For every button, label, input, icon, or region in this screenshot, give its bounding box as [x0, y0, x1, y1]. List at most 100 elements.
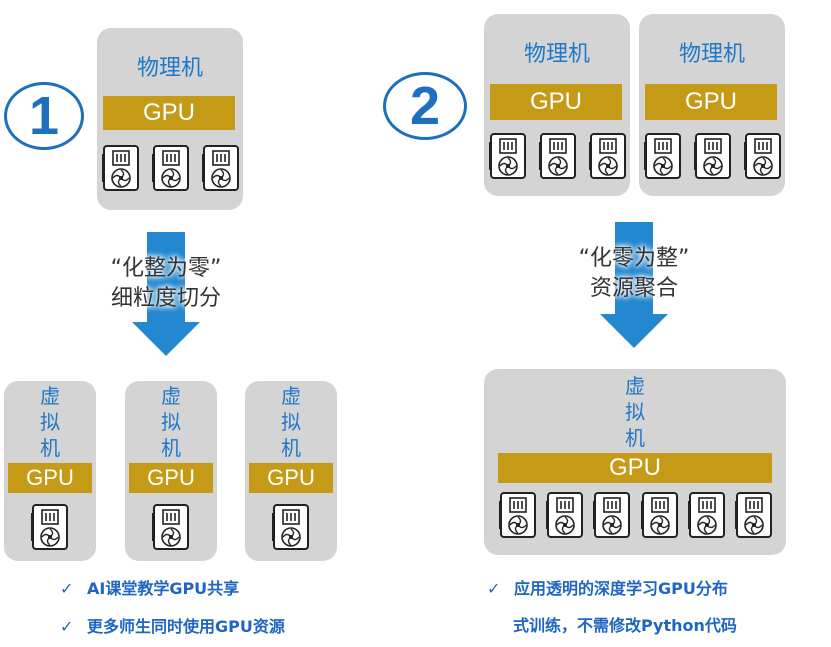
vm-label-char: 机 — [161, 436, 181, 460]
fan-icon — [653, 156, 673, 176]
check-icon: ✓ — [60, 617, 74, 636]
gpu-card — [640, 491, 680, 544]
fan-icon — [696, 515, 717, 535]
arrow-caption-line-2: 资源聚合 — [589, 276, 678, 301]
vm-label-char: 拟 — [281, 410, 301, 434]
fan-icon — [598, 156, 618, 176]
gpu-card — [30, 503, 70, 556]
down-arrow-1 — [147, 232, 185, 324]
fan-icon — [498, 156, 518, 176]
feature-note-text: AI课堂教学GPU共享 — [86, 579, 240, 598]
gpu-card-icon — [152, 504, 189, 550]
feature-note-2: ✓ 更多师生同时使用GPU资源 — [60, 613, 285, 637]
gpu-card-row — [643, 132, 783, 180]
fan-icon — [602, 515, 623, 535]
fan-icon — [161, 527, 181, 547]
fan-icon — [161, 168, 181, 188]
gpu-card-icon — [539, 133, 576, 179]
fan-icon — [548, 156, 568, 176]
feature-note-text: 应用透明的深度学习GPU分布 — [513, 579, 728, 598]
gpu-card — [271, 503, 311, 556]
fan-icon — [649, 515, 670, 535]
virtual-machine-label: 虚拟机 — [245, 383, 337, 461]
physical-machine-label: 物理机 — [136, 56, 203, 81]
check-icon: ✓ — [60, 579, 74, 598]
vm-label-char: 虚 — [40, 384, 60, 408]
gpu-card — [488, 132, 528, 185]
gpu-bar: GPU — [103, 96, 235, 130]
gpu-card-row — [4, 503, 96, 551]
fan-icon — [211, 168, 231, 188]
gpu-card-icon — [546, 492, 584, 538]
gpu-bar: GPU — [490, 84, 622, 120]
gpu-card-row — [125, 503, 217, 551]
arrow-caption-line-1: “化零为整” — [578, 246, 690, 271]
gpu-card-icon — [694, 133, 731, 179]
check-icon: ✓ — [487, 579, 501, 598]
gpu-card — [592, 491, 632, 544]
physical-machine-2a: 物理机 GPU — [484, 14, 630, 196]
gpu-card-icon — [152, 145, 189, 191]
gpu-card — [693, 132, 733, 185]
gpu-card — [743, 132, 783, 185]
gpu-card-icon — [644, 133, 681, 179]
arrow-caption-line-2: 细粒度切分 — [110, 286, 221, 311]
gpu-card-icon — [687, 492, 725, 538]
gpu-card — [687, 491, 727, 544]
vm-label-char: 拟 — [40, 410, 60, 434]
vm-label-char: 机 — [625, 426, 645, 450]
gpu-card — [734, 491, 774, 544]
down-arrow-1-head — [132, 322, 200, 356]
gpu-card-icon — [102, 145, 139, 191]
fan-icon — [744, 515, 764, 535]
fan-icon — [111, 168, 131, 188]
gpu-card — [588, 132, 628, 185]
vm-label-char: 虚 — [161, 384, 181, 408]
down-arrow-2-head — [600, 314, 668, 348]
vm-label-char: 拟 — [625, 400, 645, 424]
vm-label-char: 虚 — [625, 374, 645, 398]
gpu-card-row — [101, 144, 241, 192]
gpu-card — [643, 132, 683, 185]
gpu-card-row — [488, 132, 628, 180]
gpu-card-icon — [499, 492, 536, 538]
gpu-card — [538, 132, 578, 185]
fan-icon — [753, 156, 773, 176]
gpu-card — [101, 144, 141, 197]
gpu-card-icon — [489, 133, 526, 179]
gpu-card — [498, 491, 538, 544]
vm-label-char: 机 — [281, 436, 301, 460]
gpu-card-icon — [735, 492, 772, 538]
virtual-machine-label: 虚拟机 — [125, 383, 217, 461]
gpu-bar: GPU — [249, 463, 333, 493]
gpu-card-icon — [202, 145, 239, 191]
gpu-card-icon — [593, 492, 631, 538]
gpu-bar: GPU — [645, 84, 777, 120]
physical-machine-2b: 物理机 GPU — [639, 14, 785, 196]
arrow-caption-1: “化整为零” 细粒度切分 — [80, 254, 252, 314]
gpu-card-row — [245, 503, 337, 551]
fan-icon — [281, 527, 301, 547]
vm-label-char: 虚 — [281, 384, 301, 408]
feature-note-1: ✓ AI课堂教学GPU共享 — [60, 575, 239, 599]
fan-icon — [40, 527, 60, 547]
gpu-card — [545, 491, 585, 544]
physical-machine-1: 物理机 GPU — [97, 28, 243, 210]
arrow-caption-line-1: “化整为零” — [110, 256, 222, 281]
gpu-card-icon — [272, 504, 309, 550]
vm-label-char: 机 — [40, 436, 60, 460]
physical-machine-label: 物理机 — [678, 42, 745, 67]
gpu-bar: GPU — [498, 453, 772, 483]
fan-icon — [555, 515, 575, 535]
feature-note-text: 更多师生同时使用GPU资源 — [86, 617, 285, 636]
gpu-card-icon — [744, 133, 781, 179]
gpu-bar: GPU — [129, 463, 213, 493]
feature-note-3-cont: 式训练，不需修改Python代码 — [513, 612, 737, 636]
feature-note-3: ✓ 应用透明的深度学习GPU分布 — [487, 575, 728, 599]
gpu-card-row — [498, 491, 774, 539]
vm-label-char: 拟 — [161, 410, 181, 434]
gpu-card-icon — [589, 133, 626, 179]
